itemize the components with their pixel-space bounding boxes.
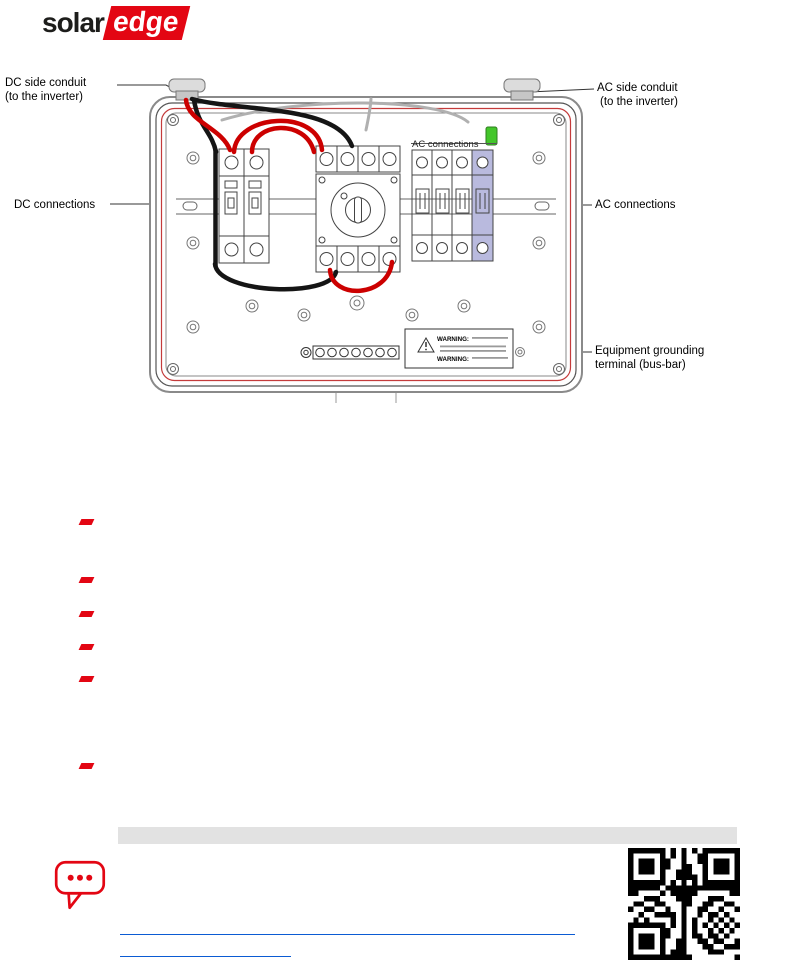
corner-screws — [167, 114, 565, 375]
embedded-ac-label: AC connections — [412, 139, 479, 150]
hyperlink-2[interactable] — [120, 944, 291, 957]
logo-text-edge-box: edge — [102, 6, 191, 40]
dc-conduit-label: DC side conduit (to the inverter) — [5, 77, 87, 103]
black-wire — [189, 96, 355, 149]
grounding-terminal-label: Equipment grounding terminal (bus-bar) — [595, 345, 705, 371]
mounting-bosses — [186, 151, 546, 357]
dc-breaker-block — [218, 148, 270, 264]
dc-connections-label: DC connections — [14, 199, 96, 211]
section-divider-bar — [118, 827, 737, 844]
green-indicator — [485, 126, 498, 146]
warning-text-2: WARNING: — [437, 356, 469, 363]
tick-marks — [335, 393, 397, 403]
ac-breaker-block: AC connections — [411, 126, 498, 262]
callout-lines — [110, 84, 595, 353]
warning-triangle-icon — [417, 336, 435, 353]
list-bullet — [78, 676, 95, 682]
din-rail — [176, 198, 556, 215]
dc-conduit-fitting — [168, 78, 206, 101]
wiring — [183, 96, 470, 293]
warning-text-1: WARNING: — [437, 336, 469, 343]
grounding-bus-bar — [300, 345, 400, 360]
note-speech-bubble-icon — [54, 860, 106, 910]
list-bullet — [78, 611, 95, 617]
list-bullet — [78, 519, 95, 525]
qr-code — [628, 848, 740, 960]
red-wire — [183, 97, 233, 153]
highlighted-module — [472, 150, 493, 261]
hyperlink-1[interactable] — [120, 922, 575, 935]
rotary-switch-block — [315, 145, 401, 273]
ac-conduit-fitting — [503, 78, 541, 101]
warning-sticker: WARNING: WARNING: — [404, 328, 514, 369]
list-bullet — [78, 644, 95, 650]
enclosure — [149, 96, 583, 393]
ac-connections-label: AC connections — [595, 199, 676, 211]
ac-conduit-label: AC side conduit (to the inverter) — [597, 82, 678, 108]
list-bullet — [78, 763, 95, 769]
ground-wire — [220, 101, 470, 124]
logo-text-solar: solar — [42, 7, 105, 38]
list-bullet — [78, 577, 95, 583]
